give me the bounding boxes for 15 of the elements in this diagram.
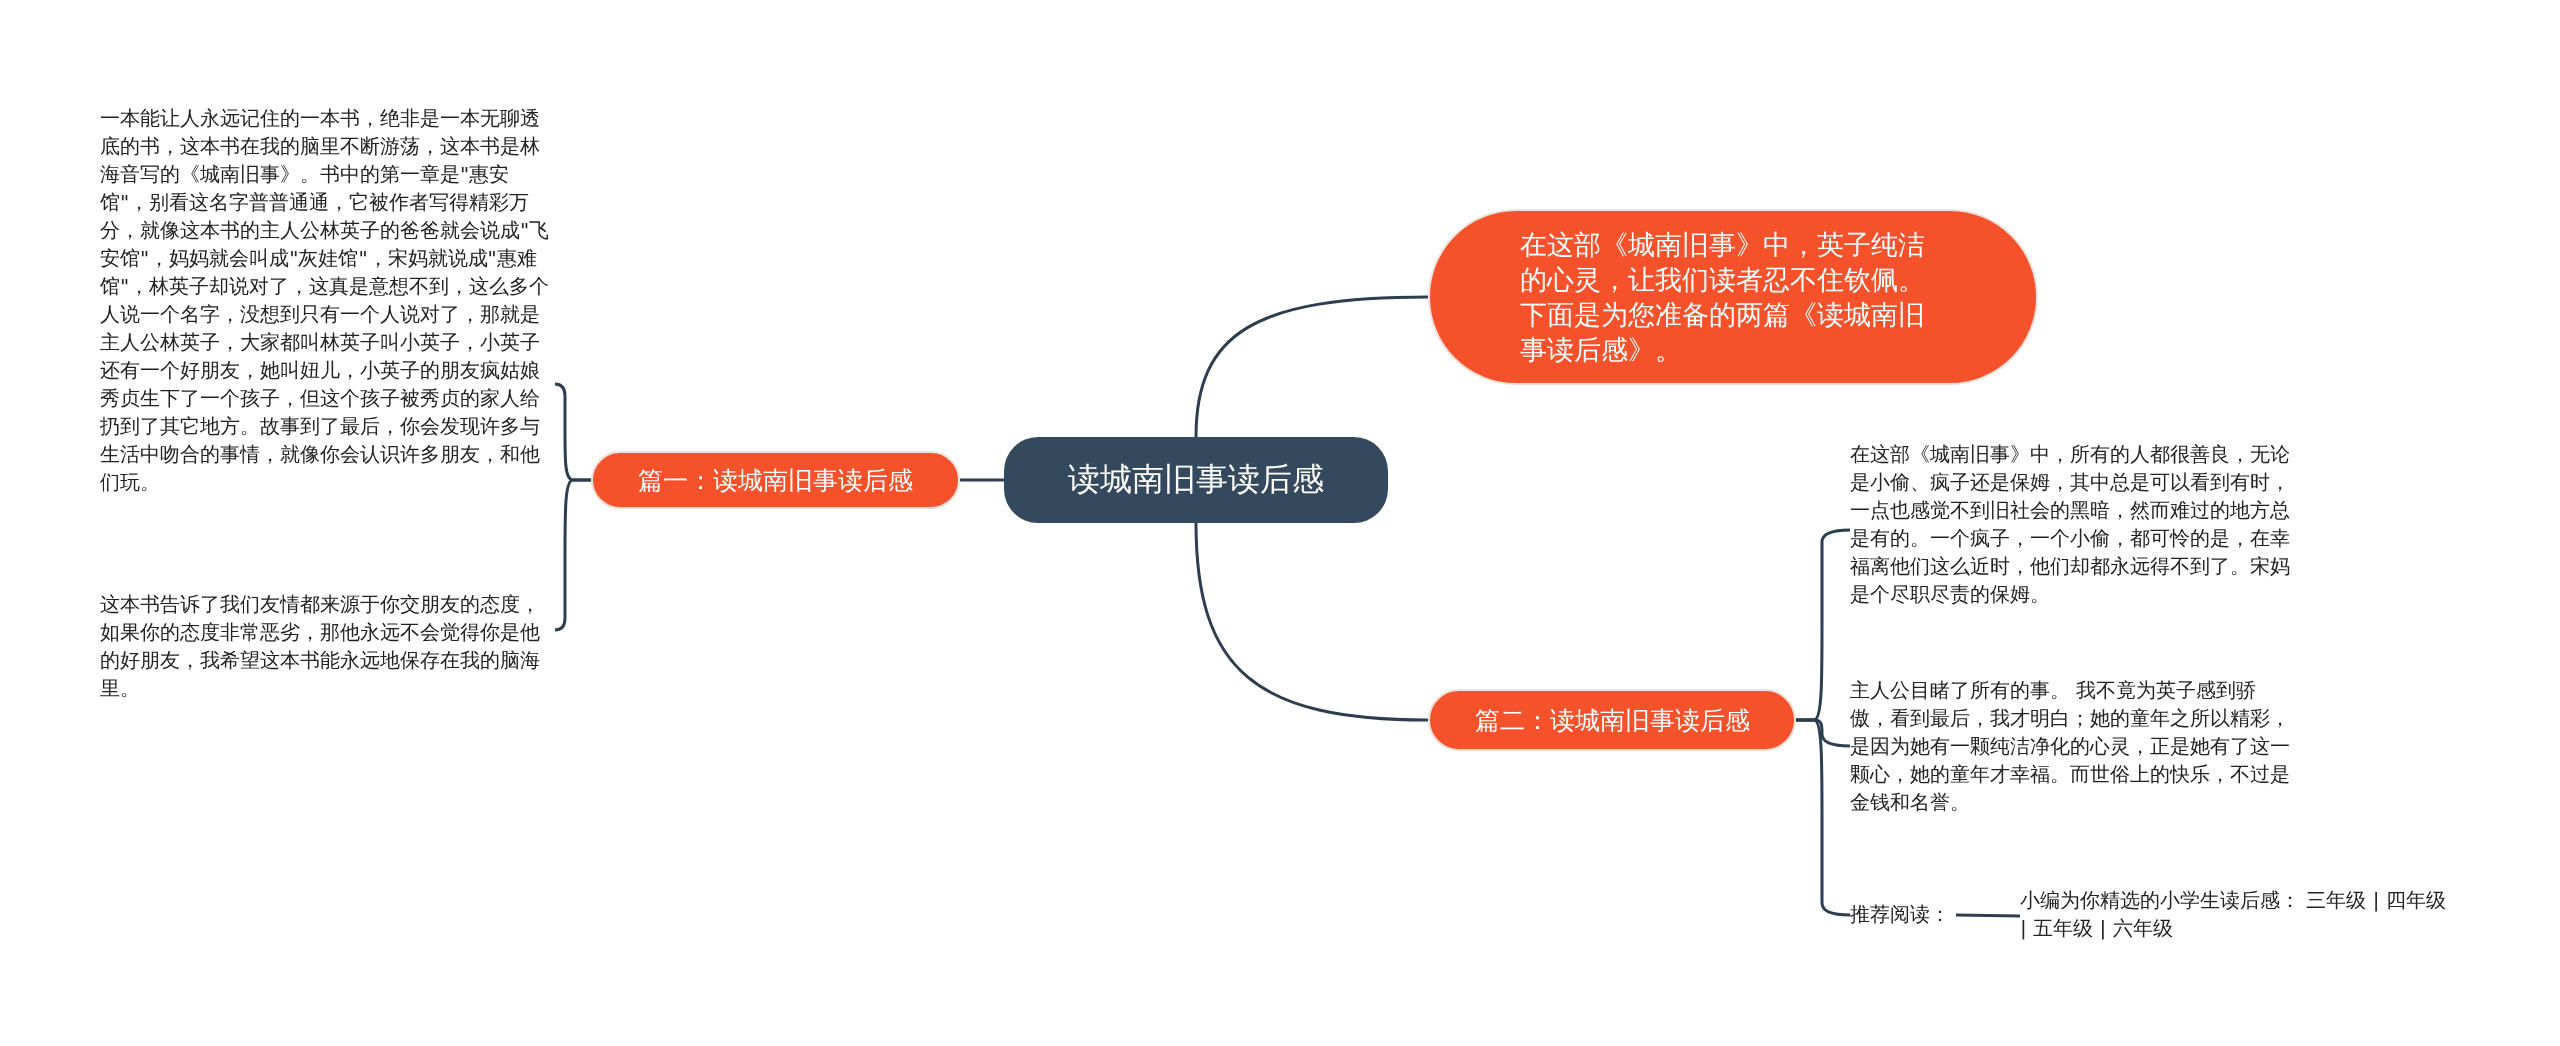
subtopic-box: 篇一：读城南旧事读后感 <box>591 451 960 509</box>
topic-box: 读城南旧事读后感 <box>1004 437 1388 523</box>
paragraph-text: 主人公目睹了所有的事。 我不竟为英子感到骄傲，看到最后，我才明白；她的童年之所以精彩，是因为她有一颗纯洁净化的心灵，正是她有了这一颗心，她的童年才幸福。而世俗上的快乐，不过是金钱和名誉。 <box>1850 676 2290 820</box>
subtopic-box: 在这部《城南旧事》中，英子纯洁的心灵，让我们读者忍不住钦佩。下面是为您准备的两篇《读城南旧事读后感》。 <box>1428 209 2038 385</box>
connector-line <box>1194 295 1429 438</box>
connector-line <box>960 478 1004 482</box>
paragraph-text: 这本书告诉了我们友情都来源于你交朋友的态度，如果你的态度非常恶劣，那他永远不会觉得你是他的好朋友，我希望这本书能永远地保存在我的脑海里。 <box>100 590 555 706</box>
paragraph-text: 在这部《城南旧事》中，所有的人都很善良，无论是小偷、疯子还是保姆，其中总是可以看到有时，一点也感觉不到旧社会的黑暗，然而难过的地方总是有的。一个疯子，一个小偷，都可怜的是，在幸福离他们这么近时，他们却都永远得不到了。宋妈是个尽职尽责的保姆。 <box>1850 440 2290 612</box>
paragraph-text: 一本能让人永远记住的一本书，绝非是一本无聊透底的书，这本书在我的脑里不断游荡，这本书是林海音写的《城南旧事》。书中的第一章是"惠安馆"，别看这名字普普通通，它被作者写得精彩万分，就像这本书的主人公林英子的爸爸就会说成"飞安馆"，妈妈就会叫成"灰娃馆"，宋妈就说成"惠难馆"，林英子却说对了，这真是意想不到，这么多个人说一个名字，没想到只有一个人说对了，那就是主人公林英子，大家都叫林英子叫小英子，小英子还有一个好朋友，她叫妞儿，小英子的朋友疯姑娘秀贞生下了一个孩子，但这个孩子被秀贞的家人给扔到了其它地方。故事到了最后，你会发现许多与生活中吻合的事情，就像你会认识许多朋友，和他们玩。 <box>100 104 555 544</box>
subtopic-box: 篇二：读城南旧事读后感 <box>1428 689 1796 751</box>
connector-line <box>1194 522 1429 722</box>
label-text: 推荐阅读： <box>1850 900 1956 930</box>
connector-line <box>1955 913 2021 918</box>
link-text: 小编为你精选的小学生读后感： 三年级 | 四年级 | 五年级 | 六年级 <box>2020 886 2450 946</box>
connector-line <box>554 478 591 632</box>
